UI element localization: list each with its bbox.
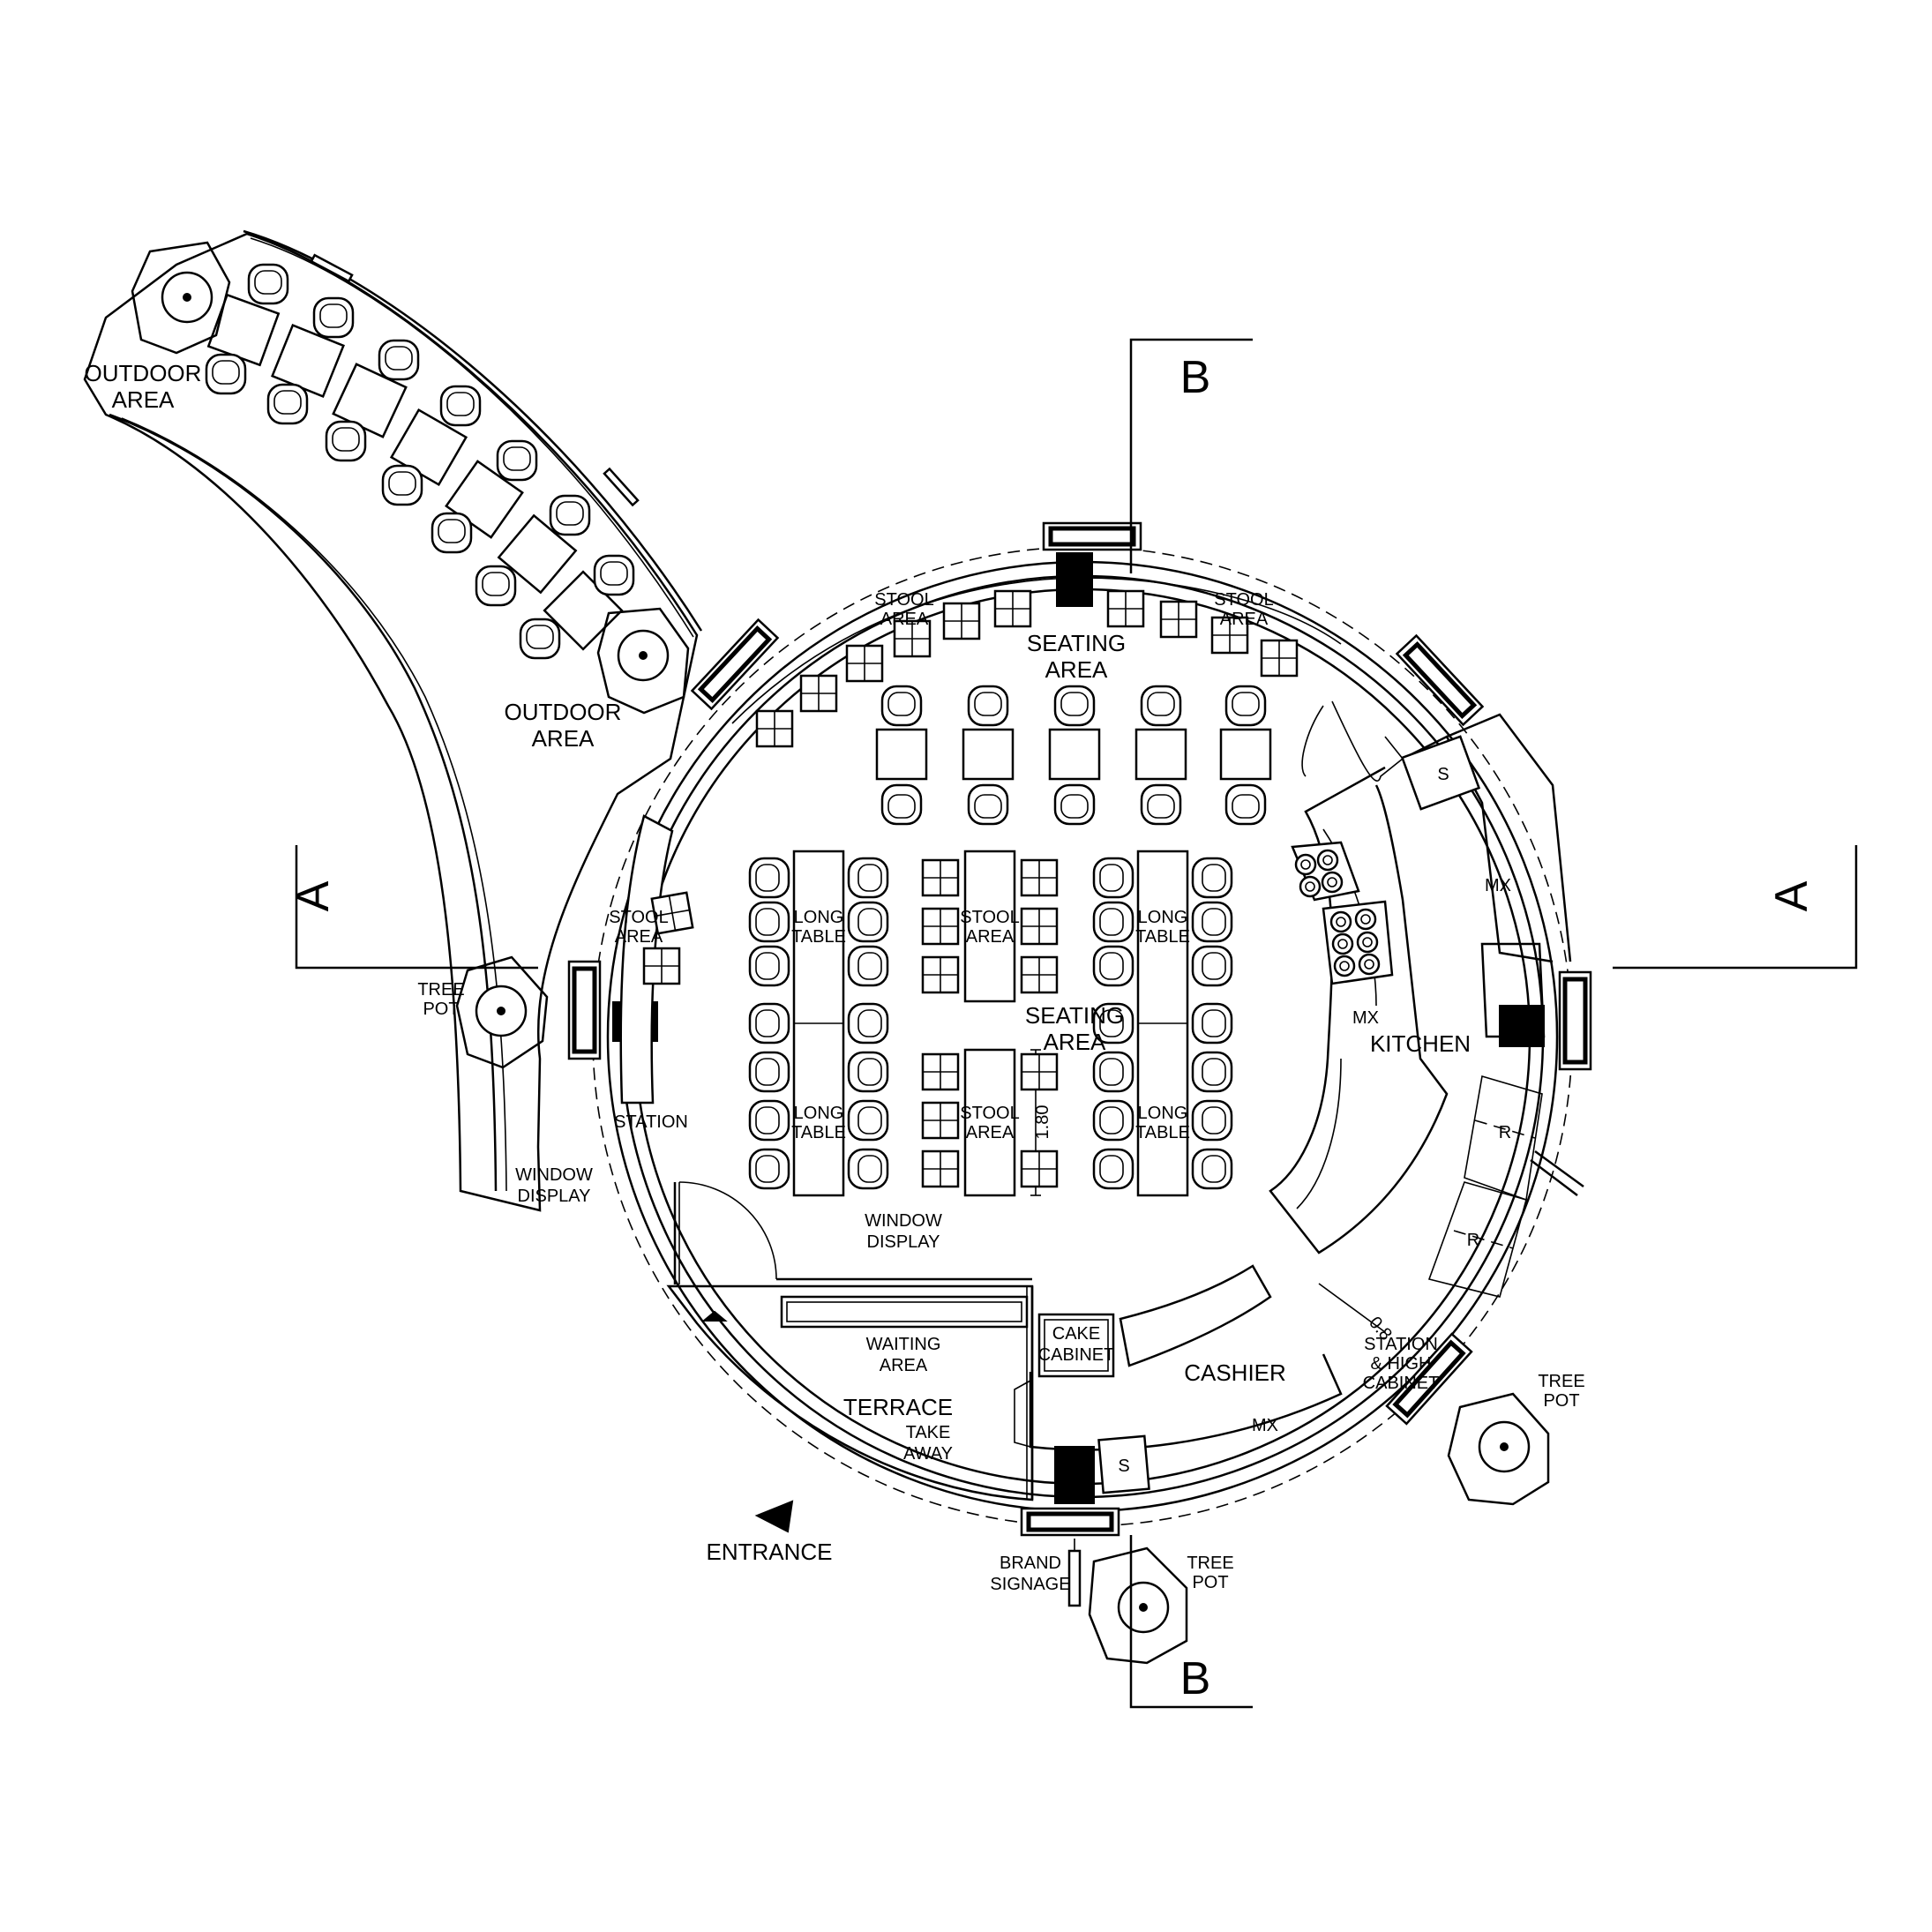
- cake-cabinet-a: CAKE: [1052, 1324, 1100, 1344]
- stool-area-top-left-b: AREA: [880, 610, 929, 629]
- long-table-3-b: TABLE: [1135, 927, 1190, 947]
- long-table-1-b: TABLE: [791, 927, 846, 947]
- mx-bottom: MX: [1252, 1416, 1278, 1435]
- long-table-2-a: LONG: [794, 1104, 844, 1123]
- stool-area-left-b: AREA: [615, 927, 663, 947]
- kitchen: [1269, 700, 1584, 1298]
- section-lines: [295, 338, 1858, 1709]
- window-display-center-a: WINDOW: [865, 1211, 942, 1231]
- long-tables: [792, 850, 1189, 1197]
- sink-bottom: S: [1118, 1456, 1129, 1476]
- stool-area-left-a: STOOL: [609, 908, 668, 927]
- take-away-a: TAKE: [906, 1423, 951, 1442]
- stool-row-top: [755, 589, 1299, 748]
- brand-signage-a: BRAND: [1000, 1554, 1061, 1573]
- seating-area-top-a: SEATING: [1027, 630, 1126, 656]
- stool-area-center-upper-b: AREA: [966, 927, 1015, 947]
- seating-area-top-b: AREA: [1045, 656, 1108, 683]
- brand-signage-post: [1067, 1539, 1082, 1607]
- long-table-4-b: TABLE: [1135, 1123, 1190, 1142]
- outdoor-area-label-1b: AREA: [112, 386, 175, 413]
- cake-cabinet-b: CABINET: [1038, 1345, 1115, 1365]
- stool-area-top-left-a: STOOL: [874, 590, 933, 610]
- sink-top: S: [1437, 765, 1449, 784]
- seating-area-center-a: SEATING: [1025, 1002, 1124, 1029]
- long-table-2-b: TABLE: [791, 1123, 846, 1142]
- entrance-arrow: [754, 1500, 794, 1533]
- long-table-1-a: LONG: [794, 908, 844, 927]
- waiting-bench: [780, 1295, 1029, 1329]
- stool-area-center-lower-b: AREA: [966, 1123, 1015, 1142]
- cashier-counter: [1014, 1264, 1386, 1494]
- tree-pot-left-a: TREE: [417, 980, 464, 1000]
- fridge-2: R: [1467, 1231, 1479, 1250]
- station-label: STATION: [614, 1112, 688, 1132]
- window-display-left-a: WINDOW: [515, 1165, 593, 1185]
- outdoor-wing: [83, 229, 703, 1212]
- brand-signage-b: SIGNAGE: [990, 1575, 1070, 1594]
- outdoor-area-label-2a: OUTDOOR: [505, 699, 622, 725]
- tree-pot-left-b: POT: [423, 1000, 459, 1019]
- long-table-3-a: LONG: [1138, 908, 1188, 927]
- waiting-area-a: WAITING: [866, 1335, 941, 1354]
- outdoor-area-label-1a: OUTDOOR: [85, 360, 202, 386]
- section-b-bottom: B: [1180, 1653, 1211, 1704]
- section-a-right: A: [1766, 880, 1817, 911]
- top-seating-tables: [875, 685, 1272, 826]
- mx-top: MX: [1485, 876, 1511, 895]
- section-b-top: B: [1180, 352, 1211, 403]
- tree-pot-bottom-a: TREE: [1187, 1554, 1233, 1573]
- labels: OUTDOOR AREA OUTDOOR AREA STOOL AREA STO…: [85, 352, 1817, 1704]
- outdoor-area-label-2b: AREA: [532, 725, 595, 752]
- station-high-cabinet-a: STATION: [1364, 1335, 1438, 1354]
- window-display-left-b: DISPLAY: [518, 1187, 591, 1206]
- mx-left: MX: [1352, 1008, 1379, 1028]
- station-high-cabinet-b: & HIGH: [1371, 1354, 1432, 1374]
- station-high-cabinet-c: CABINET: [1363, 1374, 1440, 1393]
- waiting-area-b: AREA: [880, 1356, 928, 1375]
- tree-pot-right-a: TREE: [1538, 1372, 1584, 1391]
- seating-area-center-b: AREA: [1044, 1029, 1106, 1055]
- stool-area-center-upper-a: STOOL: [960, 908, 1019, 927]
- long-table-4-a: LONG: [1138, 1104, 1188, 1123]
- dimension-label: 1.80: [1033, 1105, 1052, 1140]
- kitchen-label: KITCHEN: [1370, 1030, 1471, 1057]
- stool-area-center-lower-a: STOOL: [960, 1104, 1019, 1123]
- cashier-label: CASHIER: [1184, 1359, 1286, 1386]
- stool-area-top-right-b: AREA: [1220, 610, 1269, 629]
- outdoor-furniture: [205, 263, 635, 660]
- tree-pot-bottom-b: POT: [1192, 1573, 1228, 1592]
- tree-pots: [131, 241, 1550, 1665]
- terrace-label: TERRACE: [843, 1394, 953, 1420]
- tree-pot-right-b: POT: [1543, 1391, 1579, 1411]
- stool-area-top-right-a: STOOL: [1214, 590, 1273, 610]
- section-a-left: A: [288, 880, 339, 911]
- window-display-center-b: DISPLAY: [867, 1232, 940, 1252]
- fridge-1: R: [1499, 1123, 1511, 1142]
- entrance-label: ENTRANCE: [706, 1539, 832, 1565]
- take-away-b: AWAY: [903, 1444, 953, 1464]
- terrace-floor: [666, 1181, 1034, 1501]
